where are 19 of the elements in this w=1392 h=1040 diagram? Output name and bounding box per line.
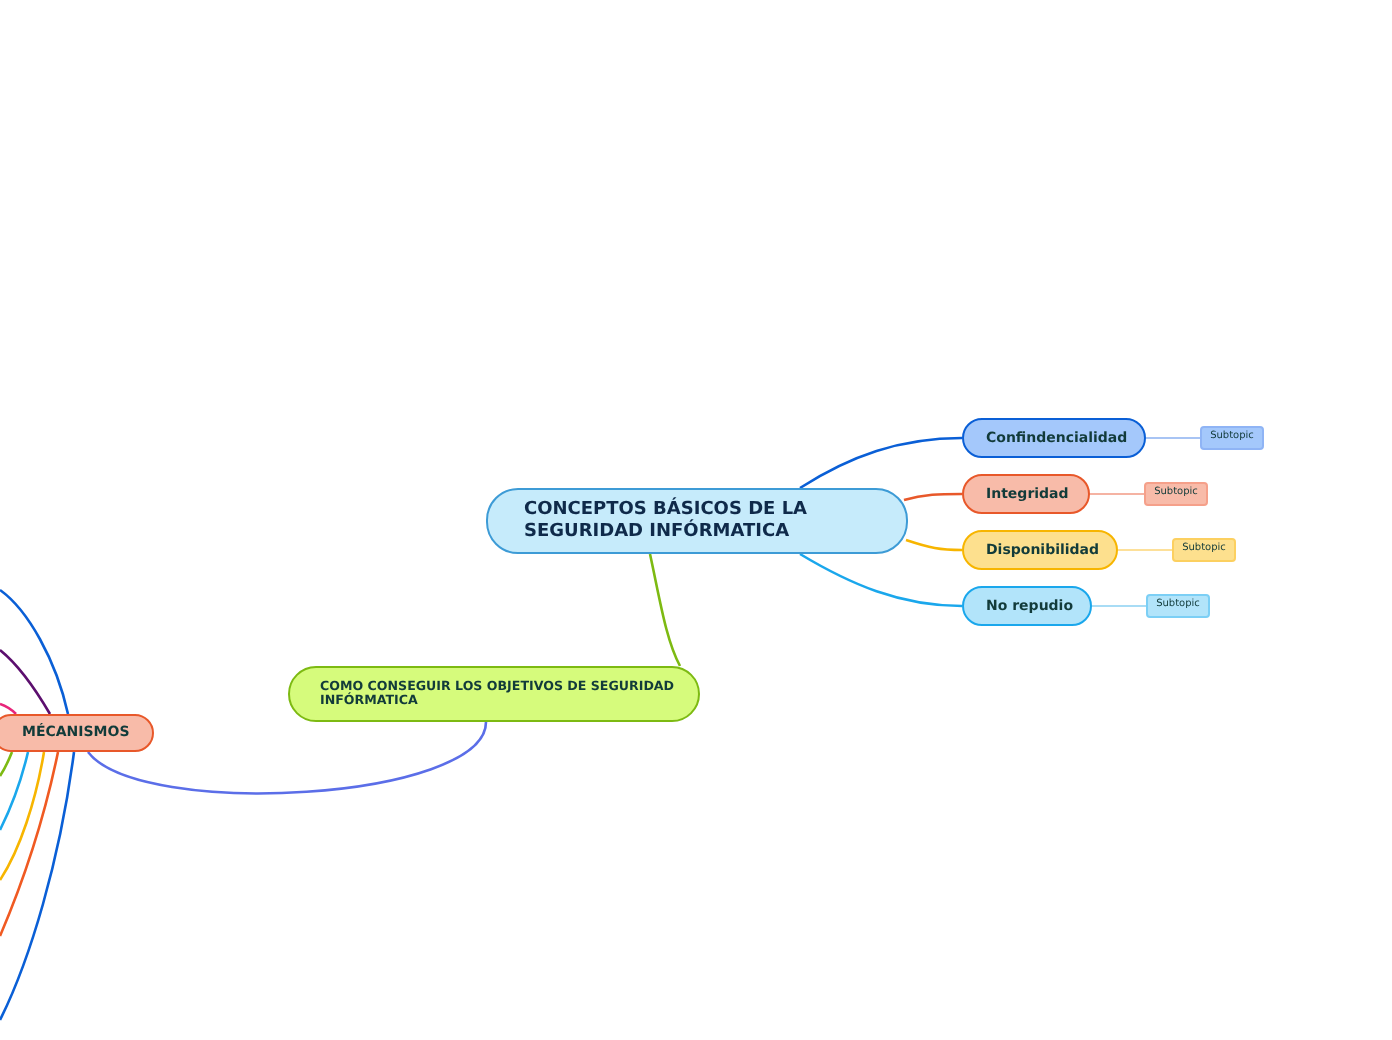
connector-line [1089,493,1145,495]
connector-line [1091,605,1147,607]
connector-line [0,589,70,715]
connector-line [0,702,17,715]
connector-line [0,751,60,937]
connector-line [905,538,962,552]
connector-line [0,751,46,881]
connector-line [0,751,14,777]
connector-line [87,721,488,795]
connector-line [0,751,30,831]
connector-line [1117,549,1173,551]
connector-line [648,553,682,667]
connector-line [1145,437,1201,439]
connector-line [0,751,76,1021]
connector-line [799,436,963,490]
connector-line [903,492,962,502]
connector-line [799,552,963,608]
connector-line [0,649,52,715]
central-topic-box: CONCEPTOS BÁSICOS DE LA SEGURIDAD INFÓRMATICA [486,488,908,554]
